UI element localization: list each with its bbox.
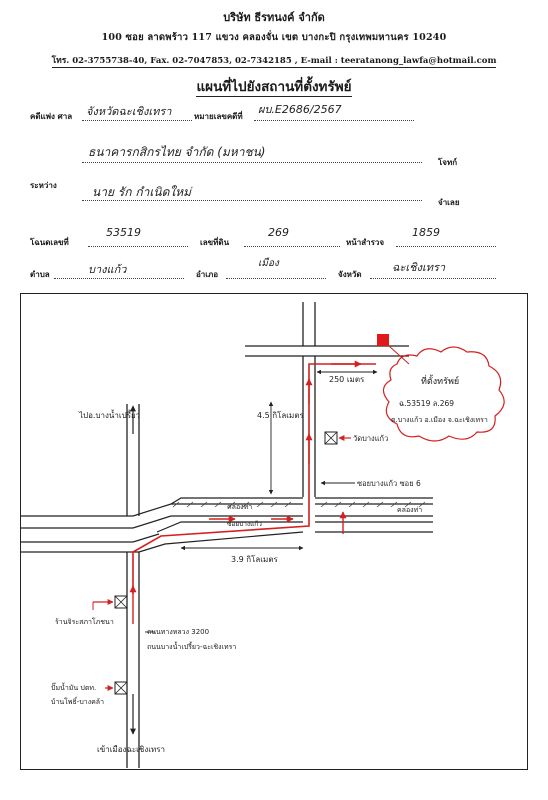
- gas-station-label-2: บ้านโพธิ์-บางคล้า: [51, 696, 104, 706]
- canal-hatch: [172, 501, 426, 508]
- district-value: เมือง: [258, 258, 279, 269]
- court-value: จังหวัดฉะเชิงเทรา: [86, 105, 172, 118]
- land-no-value: 269: [268, 226, 289, 239]
- title-text: แผนที่ไปยังสถานที่ตั้งทรัพย์: [196, 79, 352, 97]
- gas-station-icon: [114, 681, 128, 695]
- company-name: บริษัท ธีรทนงค์ จำกัด: [223, 11, 325, 24]
- location-map: 250 เมตร 4.5 กิโลเมตร 3.9 กิโลเมตร ที่ตั…: [20, 293, 528, 770]
- defendant-value: นาย รัก กำเนิดใหม่: [92, 185, 192, 199]
- dist-top-label: 250 เมตร: [329, 375, 365, 384]
- property-location: ต.บางแก้ว อ.เมือง จ.ฉะเชิงเทรา: [391, 416, 488, 424]
- dist-bottom-label: 3.9 กิโลเมตร: [231, 554, 279, 564]
- black-no-label: หมายเลขคดีที่: [194, 111, 243, 121]
- company-address: 100 ซอย ลาดพร้าว 117 แขวง คลองจั่น เขต บ…: [101, 32, 447, 43]
- subdistrict-label: ตำบล: [30, 269, 50, 279]
- company-contact: โทร. 02-3755738-40, Fax. 02-7047853, 02-…: [0, 53, 548, 68]
- case-label: คดีแพ่ง ศาล: [30, 111, 73, 121]
- vertical-road: [302, 302, 316, 497]
- highway-label-2: ถนนบางน้ำเปรี้ยว-ฉะเชิงเทรา: [147, 640, 236, 651]
- province-value: ฉะเชิงเทรา: [392, 261, 446, 274]
- soi-label: ซอยบางแก้ว ซอย 6: [357, 479, 421, 488]
- property-label: ที่ตั้งทรัพย์: [421, 374, 459, 387]
- canal-right-label: คลองท่า: [397, 506, 422, 514]
- canal-left-label: คลองท่า: [227, 503, 252, 511]
- route-path: [132, 363, 376, 594]
- temple-icon: [324, 431, 338, 445]
- black-no-value: ผบ.E2686/2567: [258, 103, 342, 116]
- plaintiff-value: ธนาคารกสิกรไทย จำกัด (มหาชน): [88, 145, 266, 159]
- main-highway: [126, 404, 140, 768]
- shop-label: ร้านจิระสภาโภชนา: [55, 617, 114, 626]
- to-bangnamprieo-label: ไปอ.บางน้ำเปรี้ยว: [78, 409, 140, 420]
- temple-label: วัดบางแก้ว: [353, 434, 388, 443]
- deed-value: 53519: [106, 226, 141, 239]
- map-drawing: 250 เมตร 4.5 กิโลเมตร 3.9 กิโลเมตร ที่ตั…: [21, 302, 505, 768]
- subdistrict-value: บางแก้ว: [88, 263, 127, 276]
- road-lane-label: ซอยบางแก้ว: [227, 520, 262, 528]
- property-deed: ฉ.53519 ล.269: [399, 399, 454, 408]
- survey-label: หน้าสำรวจ: [346, 237, 385, 247]
- land-no-label: เลขที่ดิน: [200, 237, 230, 247]
- province-label: จังหวัด: [338, 269, 362, 279]
- dist-vert-label: 4.5 กิโลเมตร: [257, 410, 305, 420]
- survey-value: 1859: [412, 226, 440, 239]
- to-city-label: เข้าเมืองฉะเชิงเทรา: [97, 745, 165, 754]
- property-marker: [377, 334, 389, 346]
- contact-text: โทร. 02-3755738-40, Fax. 02-7047853, 02-…: [51, 56, 497, 68]
- highway-label: ถนนทางหลวง 3200: [147, 628, 209, 636]
- plaintiff-label: โจทก์: [438, 157, 458, 167]
- gas-station-label-1: ปั๊มน้ำมัน ปตท.: [51, 681, 96, 692]
- page-title: แผนที่ไปยังสถานที่ตั้งทรัพย์: [0, 75, 548, 97]
- defendant-label: จำเลย: [438, 197, 460, 207]
- deed-label: โฉนดเลขที่: [30, 237, 69, 247]
- shop-icon: [114, 595, 128, 609]
- top-road: [245, 345, 409, 357]
- district-label: อำเภอ: [196, 269, 219, 279]
- between-label: ระหว่าง: [30, 180, 57, 190]
- property-cloud: [382, 346, 505, 442]
- canal-road: [21, 497, 433, 553]
